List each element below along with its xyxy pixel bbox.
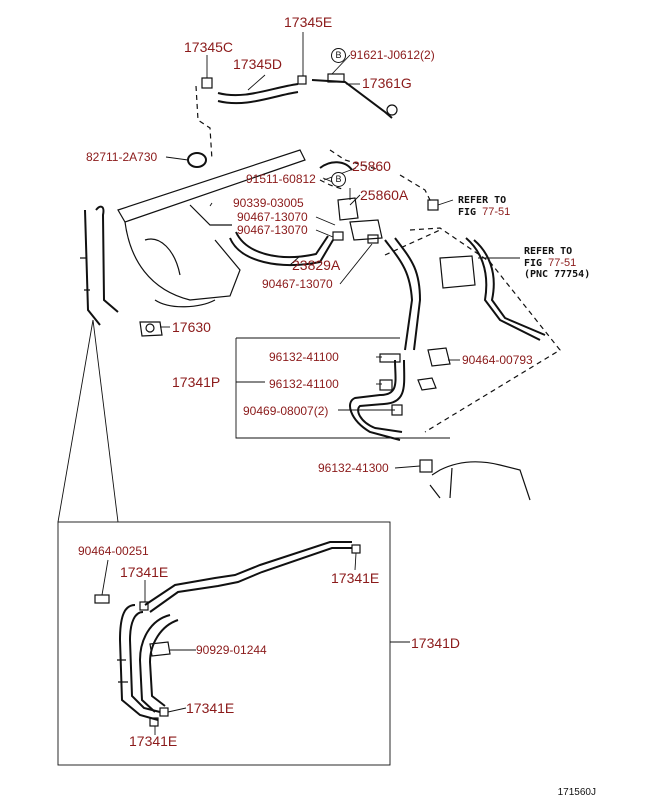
label-17341p: 17341P: [172, 374, 221, 390]
inset-box: [57, 521, 391, 766]
refer-fig-1-number[interactable]: 77-51: [482, 206, 511, 218]
marker-b-2: B: [331, 172, 346, 187]
engine-body: [117, 149, 306, 223]
label-17341e-b: 17341E: [331, 570, 380, 586]
hose-main: [384, 239, 414, 351]
vsv-25860: [337, 197, 359, 221]
vsv-25860a: [349, 219, 383, 241]
label-17341d: 17341D: [411, 635, 461, 651]
clamp-17345e: [297, 75, 307, 85]
group-bracket-17341p: [235, 337, 450, 439]
clamp-17345c: [201, 77, 213, 89]
pipe-left: [84, 209, 101, 326]
diagram-code: 171560J: [557, 787, 596, 798]
label-17341e-a: 17341E: [120, 564, 169, 580]
label-25860: 25860: [352, 158, 391, 174]
label-90929-01244: 90929-01244: [196, 643, 267, 657]
valve-17630: [139, 321, 163, 337]
refer-fig-2-number[interactable]: 77-51: [548, 257, 577, 269]
label-17345c: 17345C: [184, 39, 234, 55]
clamp-96132-41100-b: [379, 379, 393, 391]
label-90464-00793: 90464-00793: [462, 353, 533, 367]
label-25860a: 25860A: [360, 187, 409, 203]
hose-17341p: [349, 359, 401, 441]
inset-pipe-17341d: [144, 541, 352, 606]
inset-pointer: [57, 319, 119, 523]
refer-fig-2-text: FIG: [524, 258, 543, 269]
label-17341e-c: 17341E: [186, 700, 235, 716]
label-17630: 17630: [172, 319, 211, 335]
label-96132-41300: 96132-41300: [318, 461, 389, 475]
label-91511-60812: 91511-60812: [246, 172, 316, 186]
label-96132-41100-a: 96132-41100: [269, 350, 339, 364]
label-17341e-d: 17341E: [129, 733, 178, 749]
label-91621-j0612: 91621-J0612(2): [350, 48, 435, 62]
grommet-82711: [187, 152, 207, 168]
label-90469-08007: 90469-08007(2): [243, 404, 329, 418]
inset-clamp-a: [94, 594, 110, 604]
hose-23829a: [229, 237, 334, 266]
connector-90464-00793: [427, 347, 451, 367]
hose-17345d: [217, 83, 299, 97]
label-90339-03005: 90339-03005: [233, 196, 304, 210]
inset-connector-90929: [149, 641, 171, 657]
refer-pnc-text: (PNC 77754): [524, 269, 591, 281]
label-90467-13070-b: 90467-13070: [237, 223, 308, 237]
refer-to-fig-1: REFER TO FIG 77-51: [458, 195, 510, 218]
label-17361g: 17361G: [362, 75, 412, 91]
refer-to-1-text: REFER TO: [458, 195, 507, 206]
label-17345e: 17345E: [284, 14, 333, 30]
label-23829a: 23829A: [292, 257, 341, 273]
label-17345d: 17345D: [233, 56, 283, 72]
label-90467-13070-a: 90467-13070: [237, 210, 308, 224]
refer-fig-1-text: FIG: [458, 207, 477, 218]
clamp-96132-41100-a: [379, 353, 401, 363]
label-90464-00251: 90464-00251: [78, 544, 149, 558]
dashed-route-1: [195, 85, 213, 161]
refer-to-2-text: REFER TO: [524, 246, 573, 257]
refer-to-fig-2: REFER TO FIG 77-51 (PNC 77754): [524, 246, 590, 280]
canister: [439, 255, 476, 289]
label-90467-13070-c: 90467-13070: [262, 277, 333, 291]
label-82711-2a730: 82711-2A730: [86, 150, 158, 164]
marker-b-1: B: [331, 48, 346, 63]
label-96132-41100-b: 96132-41100: [269, 377, 339, 391]
clamp-96132-41300: [419, 459, 433, 473]
